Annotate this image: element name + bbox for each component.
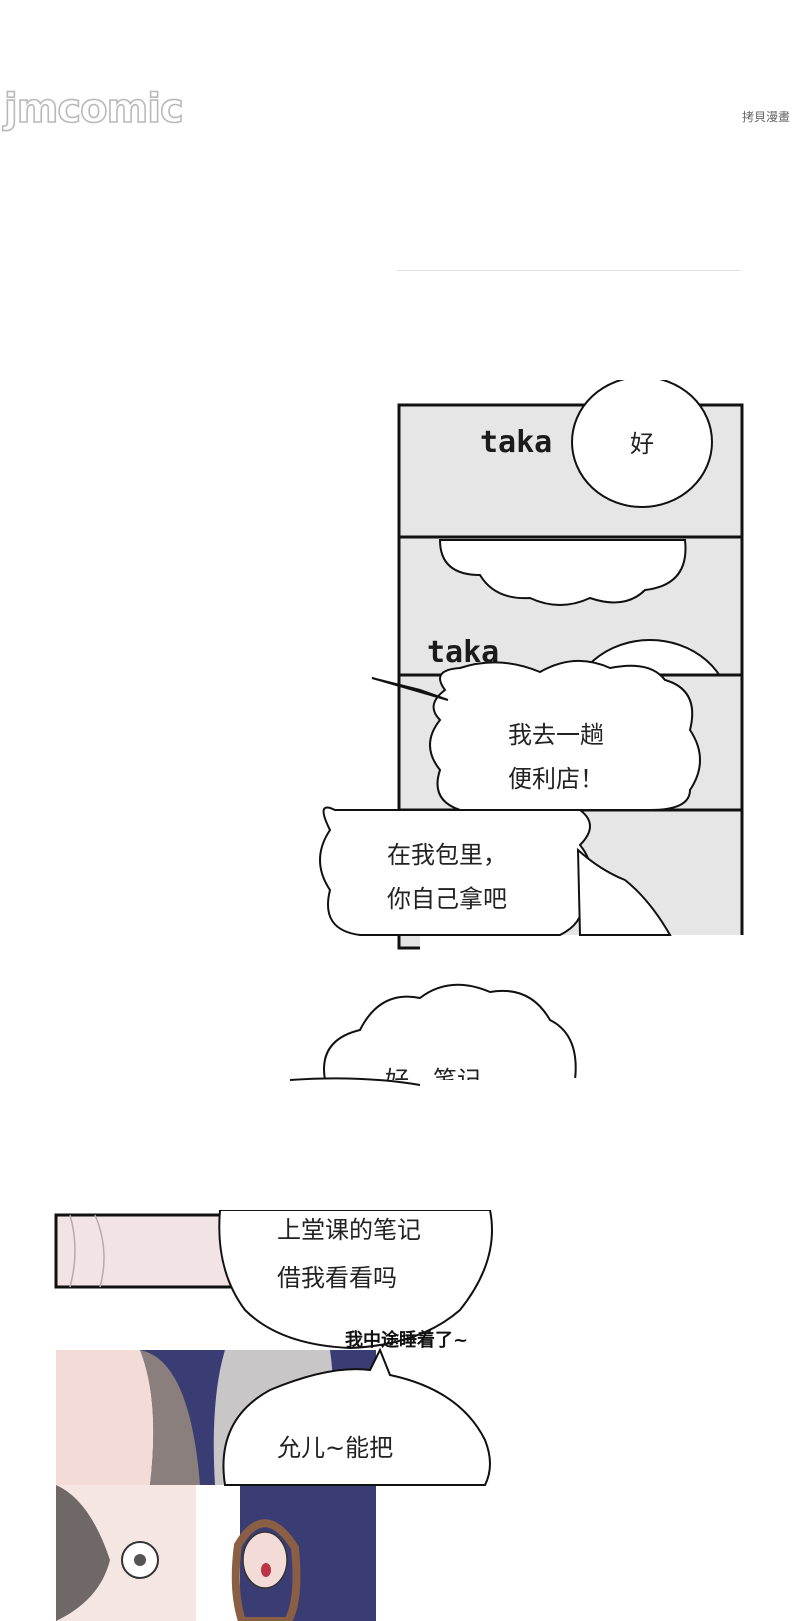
- face-left: [56, 1350, 154, 1485]
- bubble-ok-text: 好: [630, 430, 654, 458]
- bubble-notes-text: 好，笔记: [385, 1066, 481, 1080]
- bubble-store: [429, 659, 701, 811]
- cloud-spill: [576, 847, 672, 936]
- comic-lower-art: [54, 1210, 493, 1621]
- bubble-bag-line1: 在我包里，: [387, 841, 507, 869]
- bubble-bag-line2: 你自己拿吧: [387, 885, 507, 913]
- panel-3-mask: [420, 935, 750, 955]
- bubble-notes: [323, 983, 577, 1081]
- bubble-bag: [319, 806, 591, 936]
- hair-left: [140, 1350, 200, 1485]
- bubble-call-text: 允儿~能把: [277, 1434, 394, 1462]
- bubble-store-line1: 我去一趟: [508, 721, 604, 749]
- sfx-taka-1: taka: [480, 425, 553, 460]
- aside-sleep-text: 我中途睡着了~: [345, 1330, 469, 1351]
- sfx-taka-2: taka: [427, 635, 500, 670]
- cloud-bubble-top: [438, 539, 687, 606]
- notes-mask: [280, 1078, 600, 1090]
- pupil: [134, 1554, 146, 1566]
- bubble-request-line2: 借我看看吗: [277, 1264, 397, 1292]
- bubble-store-tail: [371, 677, 449, 701]
- comic-upper-art: [280, 380, 750, 1090]
- face-small: [242, 1531, 288, 1589]
- bubble-store-line2: 便利店！: [508, 765, 604, 793]
- hair-small: [231, 1519, 301, 1621]
- bubble-call: [222, 1347, 491, 1486]
- jmcomic-logo: jmcomic: [3, 85, 184, 133]
- bubble-request-line1: 上堂课的笔记: [277, 1216, 421, 1244]
- bubble-request: [218, 1210, 493, 1350]
- source-credit: 拷貝漫畫: [741, 110, 790, 124]
- notes-bottom-stroke: [289, 1077, 421, 1086]
- bubble-ok: [571, 380, 713, 508]
- hair-lines: [69, 1214, 76, 1288]
- hair-closeup: [56, 1485, 110, 1621]
- mouth-small: [261, 1563, 271, 1577]
- hair-lines-2: [94, 1214, 105, 1288]
- divider-line: [397, 270, 741, 271]
